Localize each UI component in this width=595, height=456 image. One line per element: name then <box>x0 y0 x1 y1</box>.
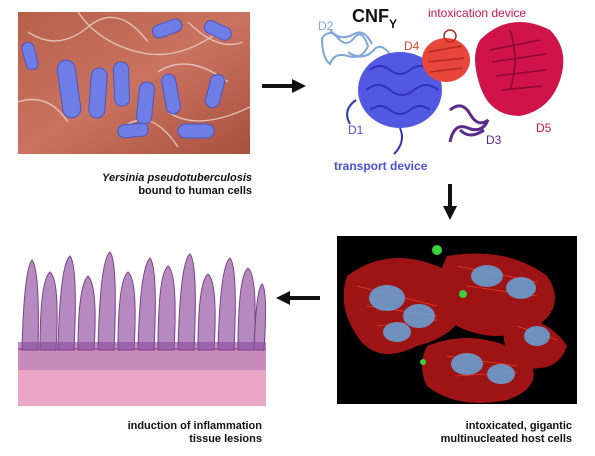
right-arrow-icon <box>262 79 306 93</box>
fluorescence-micrograph <box>337 236 577 404</box>
label-d5: D5 <box>536 121 552 135</box>
caption-host-cells: intoxicated, gigantic multinucleated hos… <box>360 420 572 446</box>
cnfy-structure: CNFY intoxication device D2 D4 D1 D3 D5 … <box>300 0 590 180</box>
caption-inflammation: induction of inflammation tissue lesions <box>40 420 262 446</box>
label-d4: D4 <box>404 39 420 53</box>
structure-title: CNFY <box>352 6 397 31</box>
caption-species: Yersinia pseudotuberculosis <box>102 172 252 184</box>
label-intoxication-device: intoxication device <box>428 6 526 20</box>
caption-inflammation-line1: induction of inflammation <box>127 420 262 432</box>
label-transport-device: transport device <box>334 159 428 173</box>
caption-inflammation-line2: tissue lesions <box>189 433 262 445</box>
label-d3: D3 <box>486 133 502 147</box>
caption-host-cells-line2: multinucleated host cells <box>440 433 572 445</box>
histology-image <box>18 238 266 406</box>
bacteria-micrograph <box>18 12 250 154</box>
caption-bacteria: Yersinia pseudotuberculosis bound to hum… <box>40 172 252 198</box>
down-arrow-icon <box>443 184 457 220</box>
caption-host-cells-line1: intoxicated, gigantic <box>465 420 572 432</box>
label-d2: D2 <box>318 19 334 33</box>
caption-bound: bound to human cells <box>138 185 252 197</box>
label-d1: D1 <box>348 123 364 137</box>
left-arrow-icon <box>276 291 320 305</box>
